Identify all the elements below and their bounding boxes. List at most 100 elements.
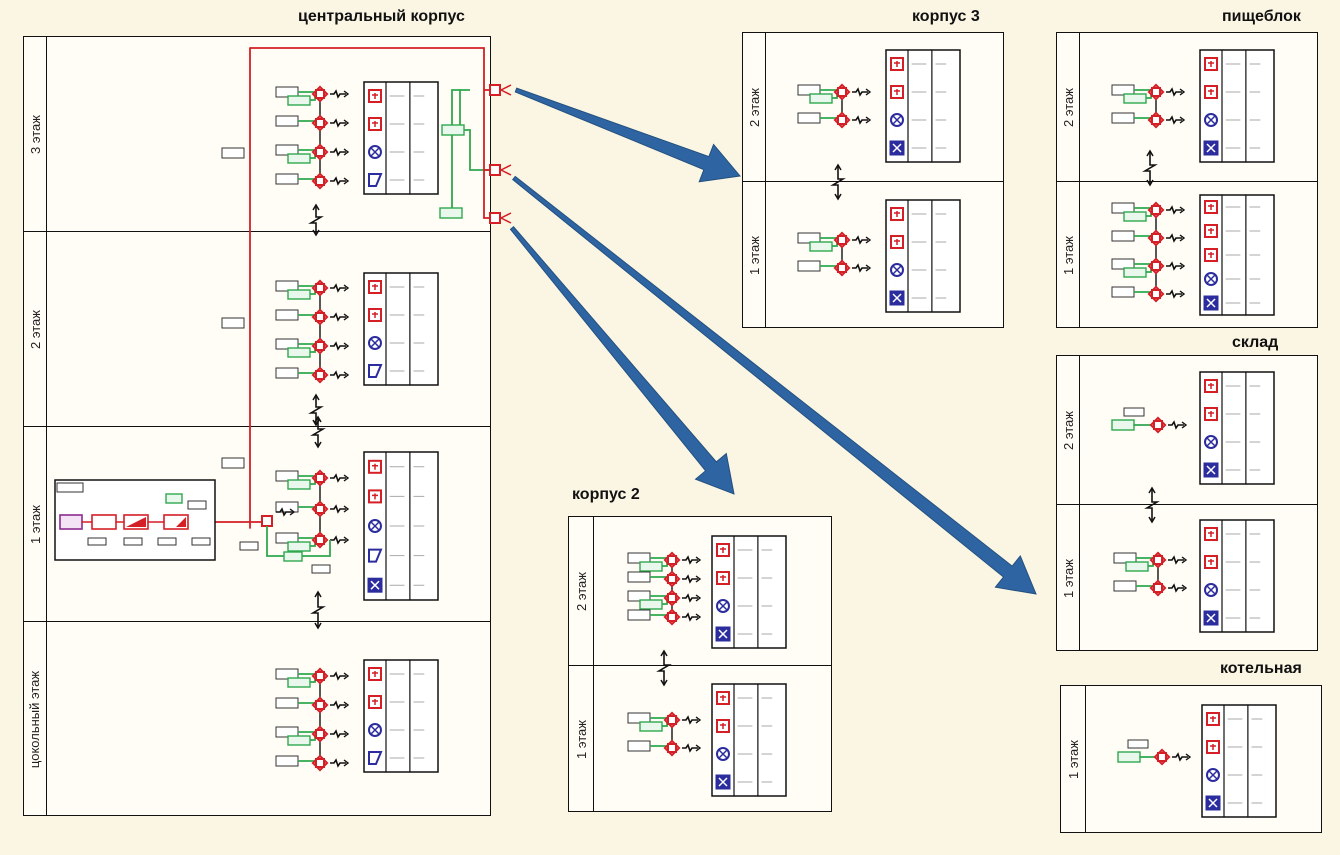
arrow-head	[865, 88, 872, 96]
interface-module	[287, 153, 311, 164]
wireless-link-icon	[330, 283, 346, 293]
fire-detector-icon	[663, 551, 681, 569]
fire-detector-icon	[1147, 111, 1165, 129]
arrow-head	[695, 716, 702, 724]
device-label-box	[157, 537, 177, 546]
central-floor-basement: цокольный этаж	[24, 621, 490, 816]
arrow-to-sklad	[512, 175, 1037, 595]
wireless-link-icon	[656, 649, 672, 687]
arrow-head	[1181, 584, 1188, 592]
fire-detector-icon	[1149, 416, 1167, 434]
siren-mark	[370, 338, 380, 348]
device-label-box	[275, 115, 299, 127]
fire-detector-icon	[311, 667, 329, 685]
device-label-box	[797, 260, 821, 272]
bi-module	[91, 514, 117, 530]
manual-call-point-mark	[1210, 744, 1216, 750]
interface-module	[283, 551, 303, 562]
manual-call-point-mark	[1208, 61, 1214, 67]
manual-call-point-mark	[372, 493, 378, 500]
wireless-link-icon	[1166, 233, 1182, 243]
kotelnaya-title: котельная	[1220, 660, 1302, 677]
fire-detector-icon	[311, 696, 329, 714]
fire-detector-icon	[311, 279, 329, 297]
light-board-mark	[1206, 465, 1216, 475]
wireless-link-icon	[1172, 752, 1188, 762]
wireless-link-icon	[330, 370, 346, 380]
siren-mark	[370, 725, 380, 735]
siren-mark	[370, 521, 380, 531]
fire-detector-icon	[833, 231, 851, 249]
fire-detector-icon	[663, 711, 681, 729]
arrow-head	[343, 177, 350, 185]
interface-module	[1125, 561, 1149, 572]
korpus2-frame: 2 этаж 1 этаж	[568, 516, 832, 812]
fire-detector-icon	[311, 114, 329, 132]
wireless-link-icon	[682, 612, 698, 622]
light-board-mark	[1206, 143, 1216, 153]
arrow-head	[343, 474, 350, 482]
fire-detector-icon	[833, 83, 851, 101]
arrow-head	[1179, 206, 1186, 214]
trunk-label-box	[221, 457, 245, 469]
manual-call-point-mark	[720, 575, 726, 581]
device-label-box	[311, 564, 331, 574]
interface-module	[1123, 93, 1147, 104]
wireless-link-icon	[1144, 486, 1160, 524]
siren-mark	[370, 147, 380, 157]
arrow-head	[1185, 753, 1192, 761]
manual-call-point-mark	[894, 211, 900, 217]
wireless-link-icon	[1168, 420, 1184, 430]
wireless-link-icon	[330, 147, 346, 157]
manual-call-point-mark	[1208, 252, 1214, 258]
antenna-mark	[500, 84, 512, 96]
arrow-head	[343, 759, 350, 767]
wireless-link-icon	[852, 263, 868, 273]
fire-detector-icon	[311, 308, 329, 326]
fire-detector-icon	[1147, 201, 1165, 219]
manual-call-point-mark	[894, 61, 900, 67]
wireless-link-icon	[1166, 261, 1182, 271]
korpus3-title: корпус 3	[912, 8, 980, 25]
device-label-box	[275, 697, 299, 709]
arrow-head	[343, 672, 350, 680]
interface-module	[165, 493, 183, 504]
fire-detector-icon	[833, 259, 851, 277]
fire-detector-icon	[311, 500, 329, 518]
device-label-box	[87, 537, 107, 546]
arrow-head	[343, 342, 350, 350]
wireless-link-icon	[310, 415, 326, 449]
siren-mark	[718, 601, 728, 611]
manual-call-point-mark	[720, 723, 726, 729]
wireless-link-icon	[1142, 149, 1158, 187]
arrow-head	[343, 505, 350, 513]
device-label-box	[797, 112, 821, 124]
computer-icon	[59, 514, 83, 530]
fire-detector-icon	[1147, 83, 1165, 101]
fire-detector-icon	[833, 111, 851, 129]
interface-module	[809, 93, 833, 104]
light-board-mark	[718, 629, 728, 639]
device-label-box	[275, 755, 299, 767]
interface-module	[639, 561, 663, 572]
wireless-link-icon	[830, 163, 846, 201]
arrow-head	[1179, 290, 1186, 298]
wireless-link-icon	[852, 115, 868, 125]
siren-mark	[892, 115, 902, 125]
manual-call-point-mark	[894, 239, 900, 245]
interface-module	[1123, 211, 1147, 222]
manual-call-point-mark	[894, 89, 900, 95]
light-board-mark	[1206, 613, 1216, 623]
device-label-box	[1111, 286, 1135, 298]
fire-detector-icon	[311, 725, 329, 743]
device-label-box	[275, 501, 299, 513]
interface-module	[287, 95, 311, 106]
wireless-link-icon	[330, 176, 346, 186]
manual-call-point-mark	[372, 699, 378, 705]
manual-call-point-mark	[1208, 411, 1214, 417]
interface-module	[287, 735, 311, 746]
light-board-mark	[718, 777, 728, 787]
fire-detector-icon	[1147, 229, 1165, 247]
siren-mark	[1208, 770, 1218, 780]
